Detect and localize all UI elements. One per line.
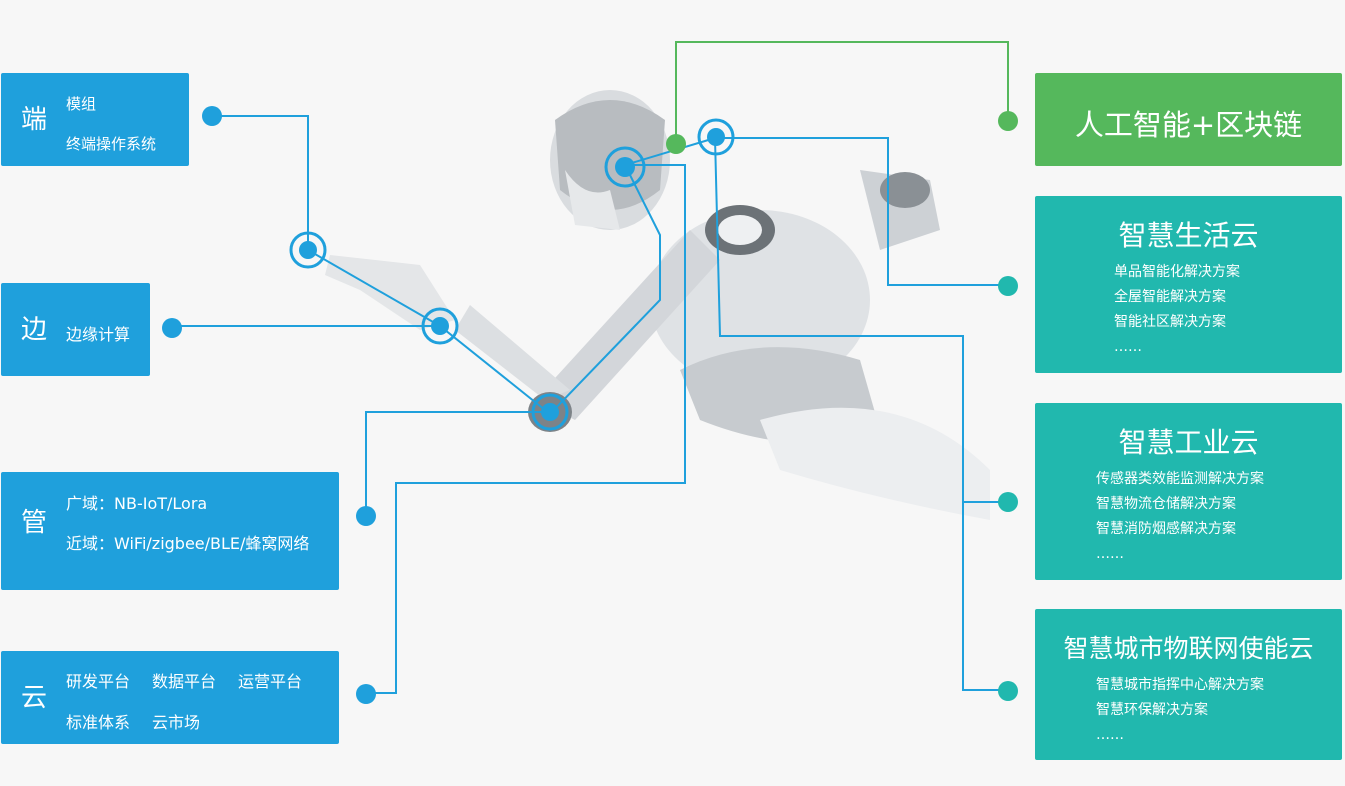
green-connector <box>675 41 1009 143</box>
smart-life-item-3: 智能社区解决方案 <box>1114 314 1226 330</box>
duan-item-2: 终端操作系统 <box>66 135 157 153</box>
yun-item-ops: 运营平台 <box>238 672 303 691</box>
smart-industry-box: 智慧工业云 传感器类效能监测解决方案 智慧物流仓储解决方案 智慧消防烟感解决方案… <box>1035 403 1342 580</box>
green-dots <box>666 111 1018 154</box>
yun-item-standard: 标准体系 <box>66 713 131 732</box>
robot-figure <box>325 90 990 520</box>
guan-item-2: 近域：WiFi/zigbee/BLE/蜂窝网络 <box>66 534 310 553</box>
blue-dots <box>162 106 725 704</box>
yun-box: 云 研发平台 数据平台 运营平台 标准体系 云市场 <box>1 651 339 744</box>
smart-life-item-1: 单品智能化解决方案 <box>1114 264 1240 280</box>
guan-letter: 管 <box>21 508 48 538</box>
smart-city-title: 智慧城市物联网使能云 <box>1063 634 1314 663</box>
smart-life-item-2: 全屋智能解决方案 <box>1114 289 1226 305</box>
yun-item-data: 数据平台 <box>152 672 217 691</box>
smart-city-item-more: …… <box>1096 727 1124 743</box>
smart-industry-item-3: 智慧消防烟感解决方案 <box>1096 521 1236 537</box>
smart-city-item-2: 智慧环保解决方案 <box>1096 702 1208 718</box>
teal-dots <box>998 276 1018 701</box>
duan-box: 端 模组 终端操作系统 <box>1 73 189 166</box>
yun-letter: 云 <box>21 683 48 713</box>
ai-blockchain-box: 人工智能+区块链 <box>1035 73 1342 166</box>
joint-rings <box>289 118 735 431</box>
smart-city-items: 智慧城市指挥中心解决方案 智慧环保解决方案 …… <box>1096 673 1264 748</box>
duan-item-1: 模组 <box>66 95 97 113</box>
smart-city-item-1: 智慧城市指挥中心解决方案 <box>1096 677 1264 693</box>
smart-life-title: 智慧生活云 <box>1118 219 1259 252</box>
yun-item-rd: 研发平台 <box>66 672 131 691</box>
bian-item-1: 边缘计算 <box>66 325 131 344</box>
smart-life-items: 单品智能化解决方案 全屋智能解决方案 智能社区解决方案 …… <box>1114 260 1240 360</box>
yun-row-2: 标准体系 云市场 <box>66 709 222 733</box>
bian-box: 边 边缘计算 <box>1 283 150 376</box>
guan-box: 管 广域：NB-IoT/Lora 近域：WiFi/zigbee/BLE/蜂窝网络 <box>1 472 339 590</box>
smart-industry-item-more: …… <box>1096 546 1124 562</box>
yun-item-market: 云市场 <box>152 713 201 732</box>
smart-city-box: 智慧城市物联网使能云 智慧城市指挥中心解决方案 智慧环保解决方案 …… <box>1035 609 1342 760</box>
smart-life-item-more: …… <box>1114 339 1142 355</box>
smart-industry-item-2: 智慧物流仓储解决方案 <box>1096 496 1236 512</box>
guan-item-1: 广域：NB-IoT/Lora <box>66 494 208 513</box>
yun-row-1: 研发平台 数据平台 运营平台 <box>66 668 324 692</box>
smart-life-box: 智慧生活云 单品智能化解决方案 全屋智能解决方案 智能社区解决方案 …… <box>1035 196 1342 373</box>
smart-industry-items: 传感器类效能监测解决方案 智慧物流仓储解决方案 智慧消防烟感解决方案 …… <box>1096 467 1264 567</box>
ai-blockchain-title: 人工智能+区块链 <box>1074 108 1303 142</box>
smart-industry-item-1: 传感器类效能监测解决方案 <box>1096 471 1264 487</box>
duan-letter: 端 <box>21 105 48 135</box>
bian-letter: 边 <box>21 315 48 345</box>
smart-industry-title: 智慧工业云 <box>1118 426 1259 459</box>
